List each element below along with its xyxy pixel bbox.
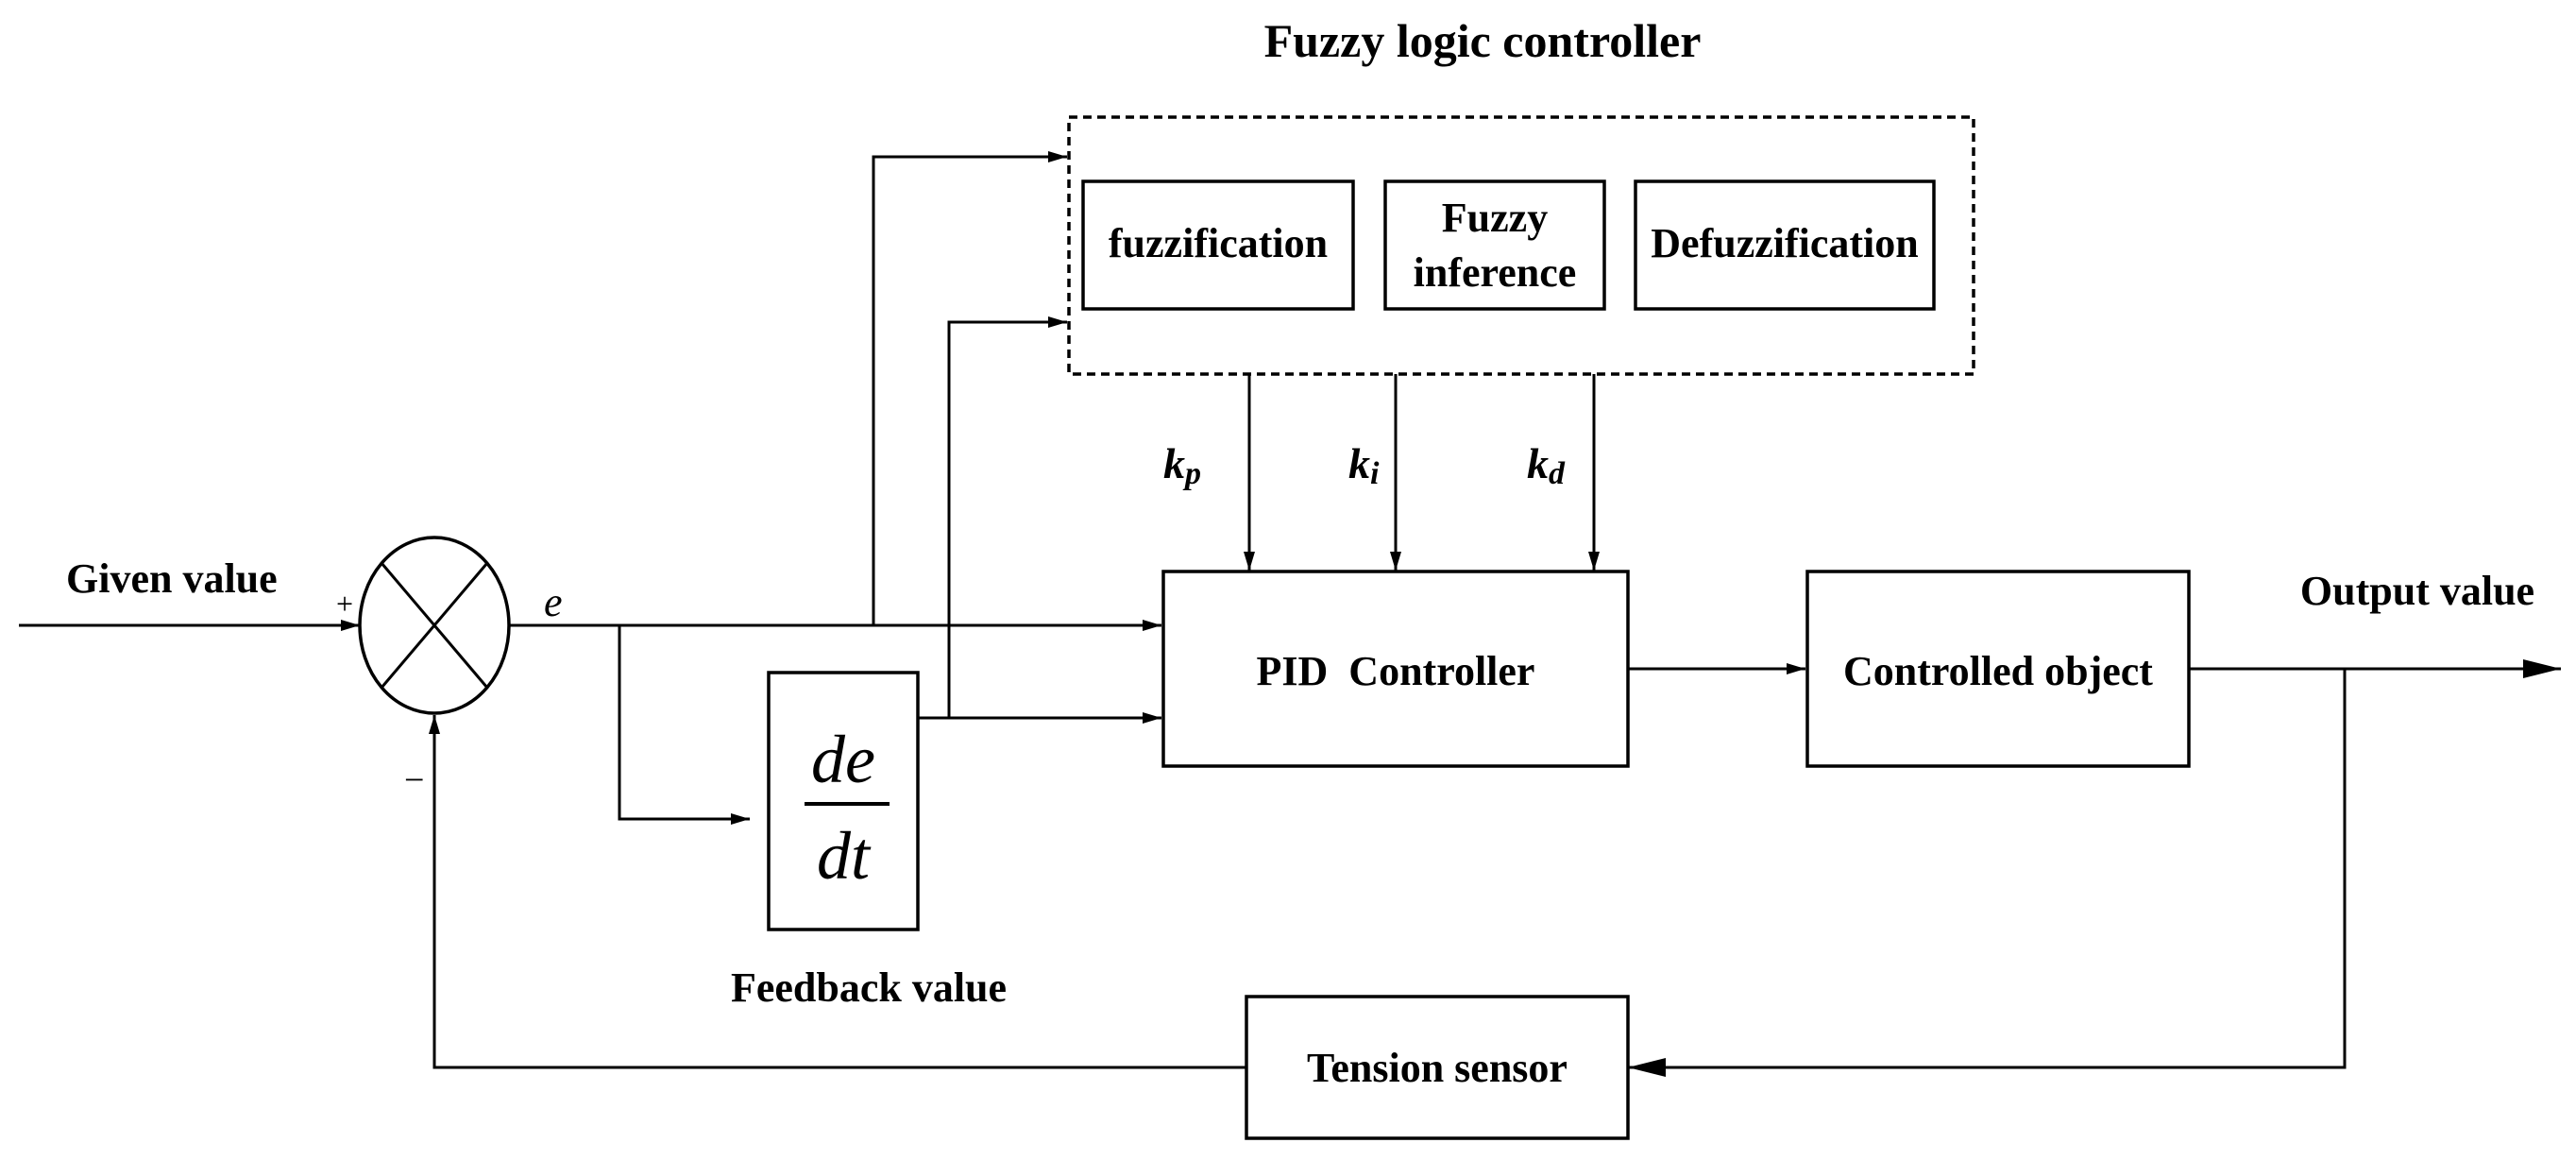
plus-sign: + <box>336 587 353 621</box>
error-label: e <box>544 579 563 625</box>
controlled-object-label: Controlled object <box>1843 648 2153 694</box>
sensor-to-junction-arrow <box>429 715 1246 1069</box>
feedback-value-label: Feedback value <box>731 964 1007 1011</box>
fuzzy-controller-title: Fuzzy logic controller <box>1264 14 1702 67</box>
pid-controller-label: PID Controller <box>1257 648 1535 694</box>
fuzzy-inference-label-1: Fuzzy <box>1442 195 1548 241</box>
output-value-label: Output value <box>2300 568 2534 614</box>
error-to-fuzzy-arrow <box>872 151 1067 625</box>
derivative-numerator: de <box>811 722 875 797</box>
derivative-to-fuzzy-arrow <box>947 316 1067 718</box>
tension-sensor-label: Tension sensor <box>1307 1045 1568 1091</box>
fuzzification-label: fuzzification <box>1109 220 1328 266</box>
ki-label: ki <box>1348 439 1380 491</box>
minus-sign: − <box>404 760 424 800</box>
pid-controller-block: PID Controller <box>1161 570 1630 768</box>
fuzzification-block: fuzzification <box>1081 179 1355 311</box>
defuzzification-label: Defuzzification <box>1651 220 1918 266</box>
defuzzification-block: Defuzzification <box>1634 179 1936 311</box>
derivative-denominator: dt <box>817 818 872 894</box>
error-to-derivative-arrow <box>618 625 750 825</box>
kp-label: kp <box>1163 439 1201 491</box>
tension-sensor-block: Tension sensor <box>1245 995 1630 1140</box>
output-to-sensor-arrow <box>1628 669 2347 1077</box>
controlled-object-block: Controlled object <box>1805 570 2191 768</box>
kd-label: kd <box>1527 439 1566 491</box>
summing-junction <box>358 536 511 715</box>
given-value-label: Given value <box>66 555 278 602</box>
fuzzy-inference-label-2: inference <box>1414 249 1577 296</box>
derivative-block: de dt <box>767 671 920 931</box>
fuzzy-inference-block: Fuzzy inference <box>1383 179 1606 311</box>
